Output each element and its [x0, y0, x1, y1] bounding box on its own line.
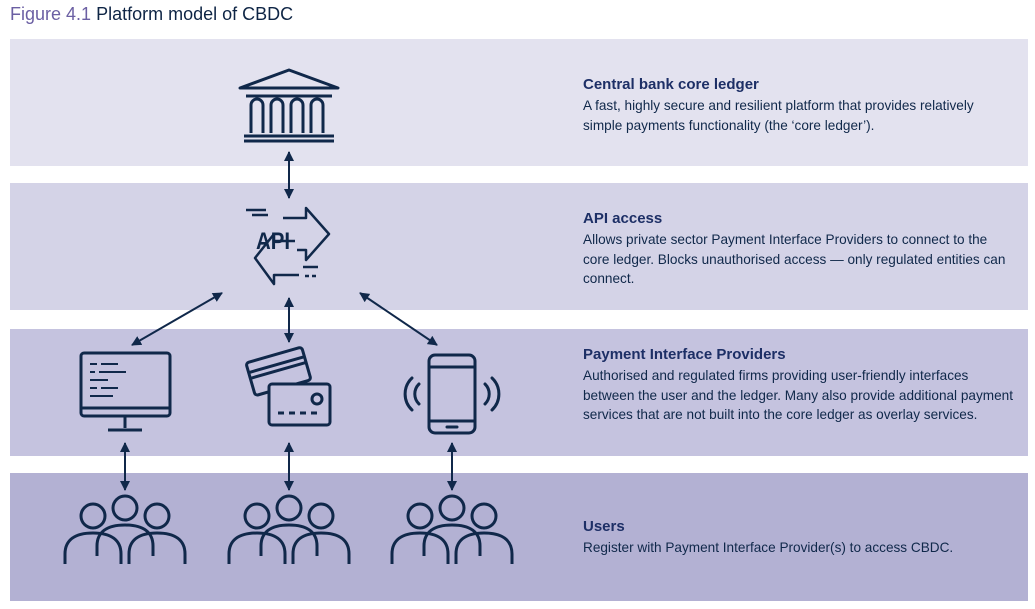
layer-band-api-access [10, 183, 1028, 310]
layer-heading: Users [583, 518, 625, 535]
smartphone-icon [403, 353, 501, 435]
layer-description-payment-interface-providers: Payment Interface Providers Authorised a… [583, 345, 1013, 425]
layer-band-users [10, 473, 1028, 601]
payment-cards-icon [245, 346, 332, 427]
layer-description-api-access: API access Allows private sector Payment… [583, 209, 1013, 289]
bank-building-icon [238, 68, 340, 143]
api-exchange-icon [246, 206, 331, 286]
layer-band-core-ledger [10, 39, 1028, 166]
layer-text: Authorised and regulated firms providing… [583, 368, 1013, 422]
layer-text: Allows private sector Payment Interface … [583, 232, 1006, 286]
connector-arrows [120, 151, 457, 491]
layer-description-users: Users Register with Payment Interface Pr… [583, 517, 1013, 558]
layer-band-payment-interface-providers [10, 329, 1028, 456]
layer-text: Register with Payment Interface Provider… [583, 540, 954, 555]
figure-number: Figure 4.1 [10, 4, 92, 24]
arrow-api-to-desktop [131, 292, 223, 346]
figure-title: Figure 4.1 Platform model of CBDC [10, 3, 293, 25]
api-icon-label: API [256, 228, 290, 255]
layer-heading: Payment Interface Providers [583, 346, 786, 363]
layer-heading: Central bank core ledger [583, 76, 759, 93]
layer-description-core-ledger: Central bank core ledger A fast, highly … [583, 75, 1013, 135]
figure-caption: Platform model of CBDC [96, 4, 294, 24]
layer-text: A fast, highly secure and resilient plat… [583, 98, 974, 133]
arrow-api-to-phone [359, 292, 438, 346]
desktop-monitor-icon [79, 351, 172, 432]
layer-heading: API access [583, 210, 663, 227]
